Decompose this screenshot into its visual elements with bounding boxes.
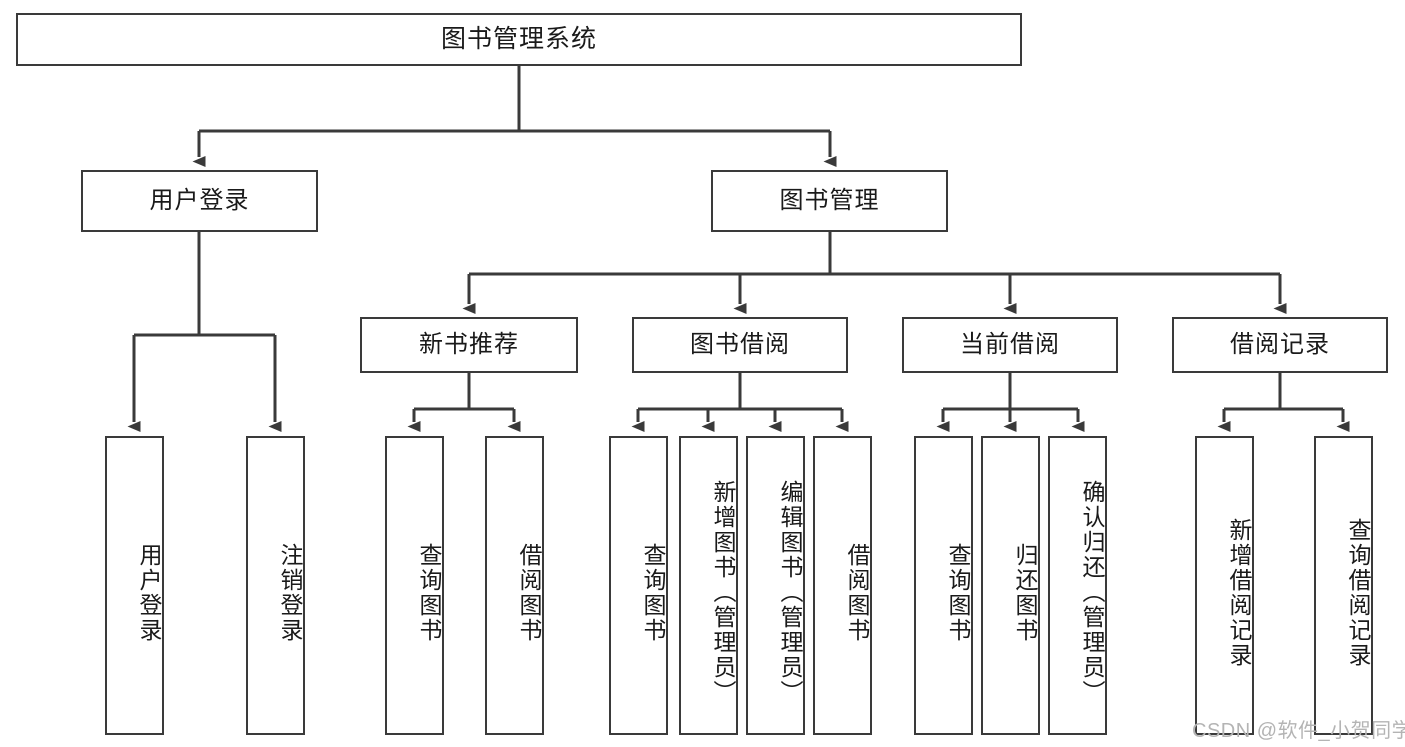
- leaf-borrow-record-add[interactable]: 新增借阅记录: [1195, 436, 1254, 735]
- node-label: 新增借阅记录: [1226, 517, 1252, 668]
- node-root-book-management-system[interactable]: 图书管理系统: [16, 13, 1022, 66]
- node-label: 借阅记录: [1230, 330, 1330, 358]
- leaf-current-borrow-query[interactable]: 查询图书: [914, 436, 973, 735]
- leaf-borrow-record-query[interactable]: 查询借阅记录: [1314, 436, 1373, 735]
- node-label: 图书管理系统: [440, 24, 597, 53]
- node-label: 当前借阅: [960, 330, 1060, 358]
- node-label: 注销登录: [277, 542, 303, 643]
- leaf-book-borrow-borrow[interactable]: 借阅图书: [813, 436, 872, 735]
- node-label: 图书管理: [779, 186, 880, 214]
- node-new-book-recommend[interactable]: 新书推荐: [360, 317, 578, 373]
- leaf-new-book-borrow[interactable]: 借阅图书: [485, 436, 544, 735]
- node-label: 图书借阅: [690, 330, 790, 358]
- node-book-management[interactable]: 图书管理: [711, 170, 948, 232]
- leaf-current-borrow-return[interactable]: 归还图书: [981, 436, 1040, 735]
- node-label: 新书推荐: [419, 330, 519, 358]
- node-label: 新增图书（管理员）: [710, 480, 736, 705]
- leaf-book-borrow-edit[interactable]: 编辑图书（管理员）: [746, 436, 805, 735]
- node-book-borrow[interactable]: 图书借阅: [632, 317, 848, 373]
- node-label: 借阅图书: [844, 542, 870, 643]
- node-current-borrow[interactable]: 当前借阅: [902, 317, 1118, 373]
- node-label: 用户登录: [136, 542, 162, 643]
- node-label: 借阅图书: [516, 542, 542, 643]
- leaf-user-login-logout[interactable]: 注销登录: [246, 436, 305, 735]
- leaf-new-book-query[interactable]: 查询图书: [385, 436, 444, 735]
- leaf-book-borrow-add[interactable]: 新增图书（管理员）: [679, 436, 738, 735]
- node-borrow-record[interactable]: 借阅记录: [1172, 317, 1388, 373]
- node-label: 用户登录: [149, 186, 250, 214]
- leaf-book-borrow-query[interactable]: 查询图书: [609, 436, 668, 735]
- node-label: 编辑图书（管理员）: [777, 480, 803, 705]
- leaf-current-borrow-confirm-return[interactable]: 确认归还（管理员）: [1048, 436, 1107, 735]
- csdn-watermark: CSDN @软件_小贺同学: [1192, 720, 1405, 742]
- node-label: 归还图书: [1012, 542, 1038, 643]
- leaf-user-login-login[interactable]: 用户登录: [105, 436, 164, 735]
- node-user-login[interactable]: 用户登录: [81, 170, 318, 232]
- node-label: 查询借阅记录: [1345, 517, 1371, 668]
- node-label: 查询图书: [945, 542, 971, 643]
- node-label: 查询图书: [416, 542, 442, 643]
- node-label: 确认归还（管理员）: [1079, 480, 1105, 705]
- node-label: 查询图书: [640, 542, 666, 643]
